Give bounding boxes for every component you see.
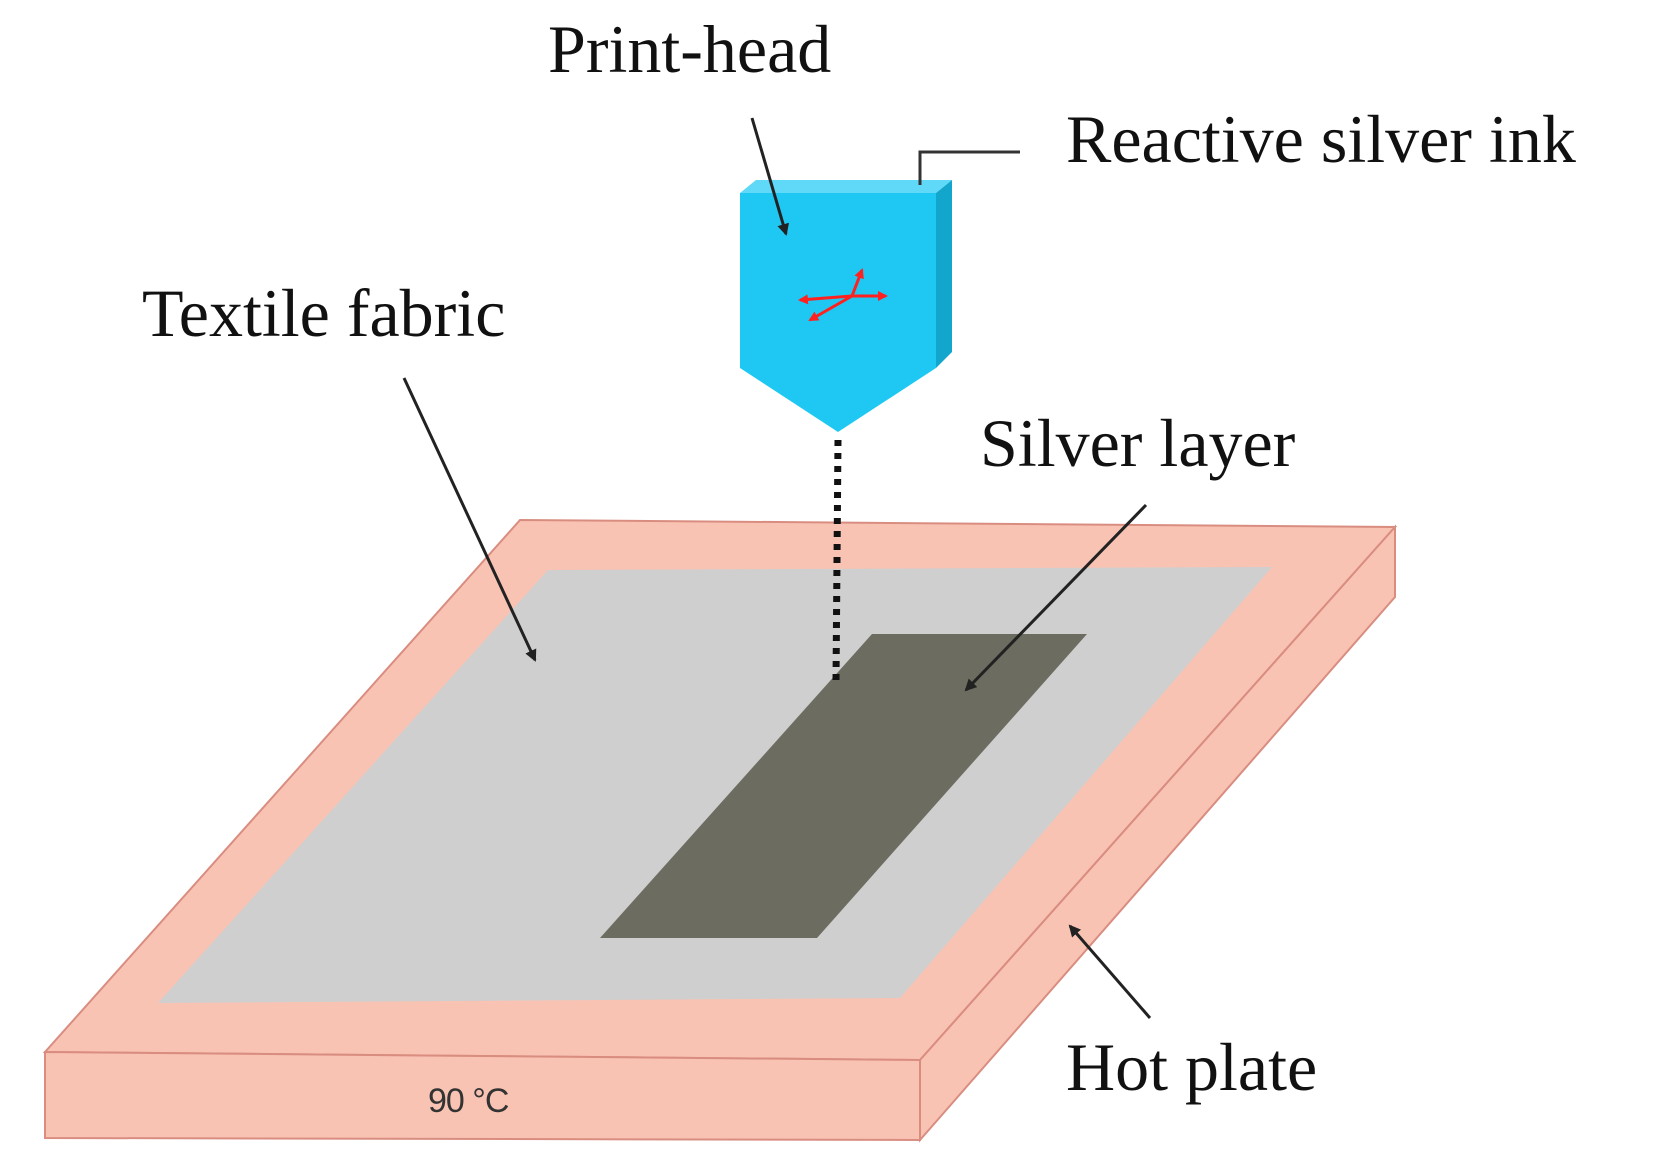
- ink-feed-line: [918, 150, 1020, 185]
- textile-fabric-pointer-arrow: [402, 377, 537, 662]
- ink-droplet-path: [832, 439, 842, 681]
- xyz-direction-arrows-icon: [798, 268, 888, 322]
- print-head: [740, 150, 1020, 432]
- temperature-label: 90 °C: [428, 1082, 509, 1120]
- hot-plate-pointer-arrow: [1068, 924, 1152, 1019]
- print-head-side: [936, 180, 952, 368]
- textile-fabric-label: Textile fabric: [142, 275, 505, 351]
- hot-plate-side: [919, 524, 1396, 1143]
- print-head-top: [740, 180, 952, 193]
- reactive-silver-ink-label: Reactive silver ink: [1066, 101, 1576, 177]
- silver-layer-pointer-arrow: [964, 503, 1148, 692]
- print-head-label: Print-head: [548, 11, 831, 87]
- silver-layer: [600, 634, 1087, 938]
- print-head-pointer-arrow: [750, 117, 789, 236]
- hot-plate-label: Hot plate: [1066, 1029, 1317, 1105]
- print-head-front: [740, 193, 936, 432]
- silver-layer-label: Silver layer: [980, 405, 1296, 481]
